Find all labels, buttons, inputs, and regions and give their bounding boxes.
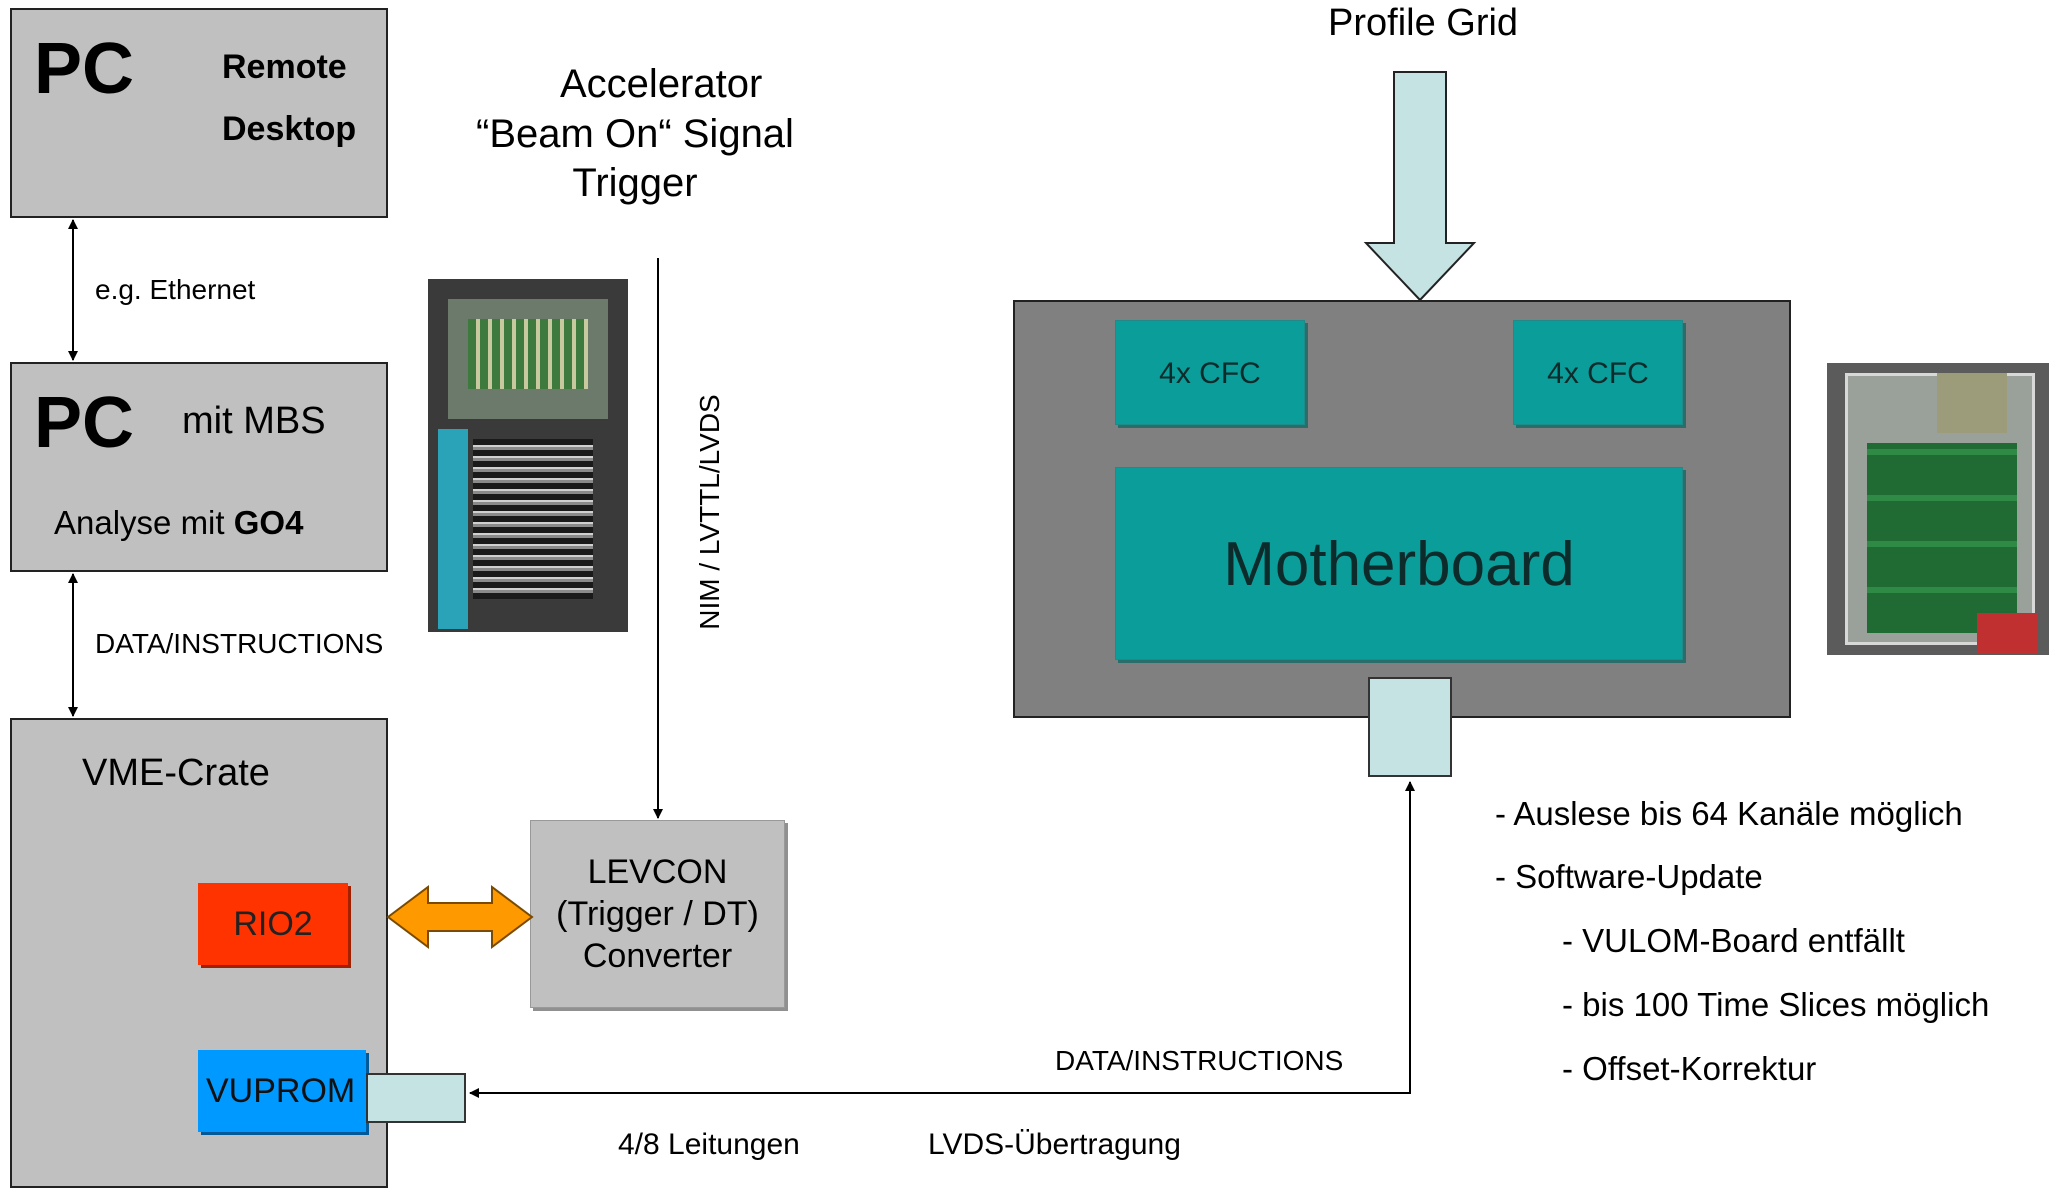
pc-mbs-subtitle: mit MBS bbox=[182, 400, 326, 442]
levcon-line2: (Trigger / DT) bbox=[556, 895, 759, 933]
pc-mbs-title: PC bbox=[34, 383, 135, 463]
profile-grid-label: Profile Grid bbox=[1328, 2, 1519, 44]
pc-remote-line1: Remote bbox=[222, 48, 347, 86]
data-instructions-label-bottom: DATA/INSTRUCTIONS bbox=[1055, 1045, 1344, 1076]
pc-mbs-analysis-prefix: Analyse mit bbox=[54, 504, 234, 541]
levcon-line1: LEVCON bbox=[587, 853, 728, 891]
feature-1: - Auslese bis 64 Kanäle möglich bbox=[1495, 795, 1963, 832]
orange-double-arrow bbox=[386, 885, 534, 949]
board-connector bbox=[1368, 677, 1452, 777]
motherboard-module: Motherboard bbox=[1115, 467, 1683, 660]
cfc-right-module: 4x CFC bbox=[1513, 320, 1683, 425]
pc-remote-box: PC Remote Desktop bbox=[10, 8, 388, 218]
cfc-left-label: 4x CFC bbox=[1159, 357, 1261, 390]
ethernet-link-label: e.g. Ethernet bbox=[95, 274, 256, 305]
pc-mbs-analysis: Analyse mit GO4 bbox=[54, 504, 303, 542]
accelerator-line3: Trigger bbox=[572, 161, 698, 205]
profile-grid-arrow bbox=[1363, 71, 1477, 302]
accelerator-line2: “Beam On“ Signal bbox=[476, 112, 794, 156]
feature-5: - Offset-Korrektur bbox=[1562, 1050, 1817, 1087]
vme-rack-photo bbox=[428, 279, 628, 632]
pc-mbs-analysis-bold: GO4 bbox=[233, 504, 304, 541]
rio2-label: RIO2 bbox=[233, 905, 313, 943]
bottom-data-line bbox=[469, 782, 1411, 1098]
rio2-module: RIO2 bbox=[198, 883, 348, 965]
pc-mbs-box: PC mit MBS Analyse mit GO4 bbox=[10, 362, 388, 572]
board-photo bbox=[1827, 363, 2049, 655]
lvds-transfer-label: LVDS-Übertragung bbox=[928, 1128, 1181, 1161]
vuprom-connector bbox=[366, 1073, 466, 1123]
wires-label: 4/8 Leitungen bbox=[618, 1128, 800, 1161]
data-instructions-label-left: DATA/INSTRUCTIONS bbox=[95, 628, 384, 659]
vme-crate-title: VME-Crate bbox=[82, 752, 270, 794]
accelerator-line1: Accelerator bbox=[560, 62, 763, 106]
motherboard-label: Motherboard bbox=[1223, 530, 1575, 599]
feature-4: - bis 100 Time Slices möglich bbox=[1562, 986, 1990, 1023]
levcon-box: LEVCON (Trigger / DT) Converter bbox=[530, 820, 785, 1008]
vuprom-module: VUPROM bbox=[198, 1050, 366, 1132]
pc-remote-line2: Desktop bbox=[222, 110, 357, 148]
feature-2: - Software-Update bbox=[1495, 858, 1763, 895]
cfc-left-module: 4x CFC bbox=[1115, 320, 1305, 425]
feature-3: - VULOM-Board entfällt bbox=[1562, 922, 1905, 959]
pc-remote-title: PC bbox=[34, 29, 135, 109]
levcon-line3: Converter bbox=[582, 937, 733, 975]
vuprom-label: VUPROM bbox=[206, 1072, 356, 1110]
cfc-right-label: 4x CFC bbox=[1547, 357, 1649, 390]
